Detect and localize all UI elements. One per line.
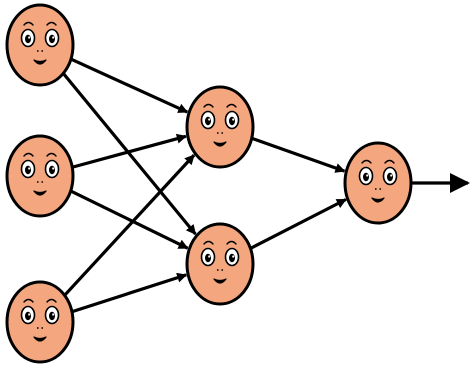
neuron-node-hidden-2	[185, 222, 255, 306]
smiley-face-icon	[200, 240, 240, 284]
smiley-face-icon	[20, 152, 60, 196]
neuron-node-output-1	[343, 141, 413, 225]
connection-arrow-input-3-to-hidden-2	[71, 272, 188, 314]
smiley-face-icon	[20, 21, 60, 65]
connection-arrow-input-2-to-hidden-2	[69, 189, 189, 250]
smiley-face-icon	[20, 298, 60, 342]
connection-arrow-input-2-to-hidden-1	[71, 133, 187, 169]
face-head	[5, 134, 75, 218]
connection-arrow-input-3-to-hidden-1	[63, 154, 196, 297]
connection-arrow-hidden-2-to-output-1	[249, 198, 347, 250]
neuron-node-input-1	[5, 3, 75, 87]
neuron-node-hidden-1	[185, 85, 255, 169]
neuron-node-input-2	[5, 134, 75, 218]
connections-layer	[62, 57, 470, 314]
face-head	[185, 222, 255, 306]
smiley-face-icon	[200, 103, 240, 147]
connection-arrow-input-1-to-hidden-1	[70, 57, 189, 114]
face-head	[185, 85, 255, 169]
face-head	[5, 3, 75, 87]
neuron-node-input-3	[5, 280, 75, 364]
face-head	[343, 141, 413, 225]
smiley-face-icon	[358, 159, 398, 203]
face-head	[5, 280, 75, 364]
connection-arrow-input-1-to-hidden-2	[62, 72, 197, 236]
nodes-layer	[5, 3, 413, 364]
connection-arrow-hidden-1-to-output-1	[251, 136, 346, 173]
